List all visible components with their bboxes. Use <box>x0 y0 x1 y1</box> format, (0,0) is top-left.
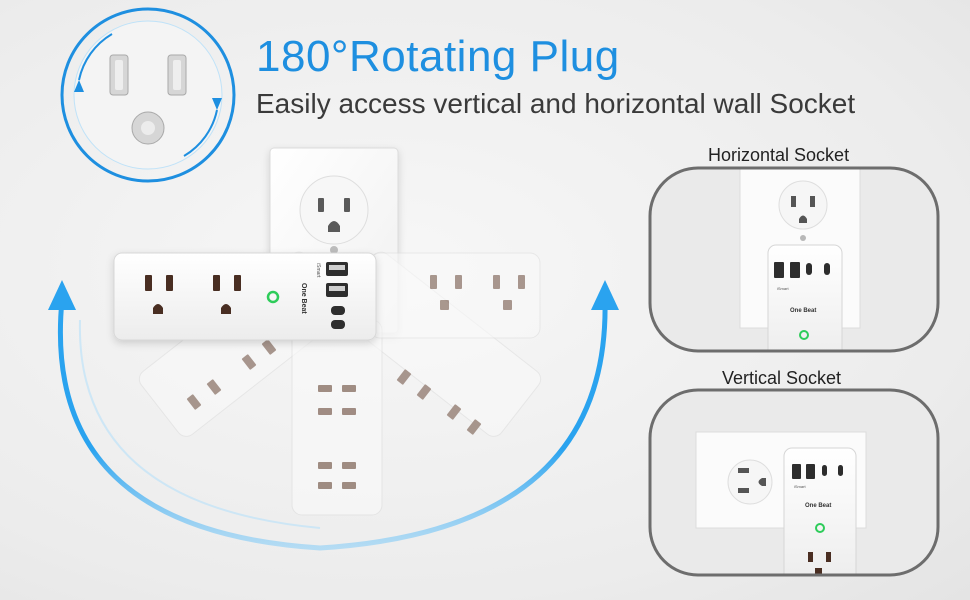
vertical-socket-panel <box>648 388 940 577</box>
panel-v-usb-tag: iSmart <box>794 484 806 489</box>
page-title: 180°Rotating Plug <box>256 32 620 81</box>
panel-v-brand: One Beat <box>805 503 831 509</box>
vertical-socket-label: Vertical Socket <box>722 368 842 388</box>
curved-arrow-icon <box>48 280 619 551</box>
ghost-strip-vertical <box>291 319 383 516</box>
brand-label: One Beat <box>300 283 307 314</box>
usb-tag-label: iSmart <box>315 263 321 278</box>
ghost-strip-horizontal-right <box>369 252 541 339</box>
panel-h-usb-tag: iSmart <box>777 286 789 291</box>
panel-h-brand: One Beat <box>790 308 816 314</box>
rotating-plug-icon <box>60 7 236 183</box>
horizontal-socket-panel <box>648 166 940 353</box>
horizontal-socket-label: Horizontal Socket <box>708 145 850 165</box>
page-subtitle: Easily access vertical and horizontal wa… <box>256 88 856 119</box>
power-strip-main <box>113 252 377 341</box>
